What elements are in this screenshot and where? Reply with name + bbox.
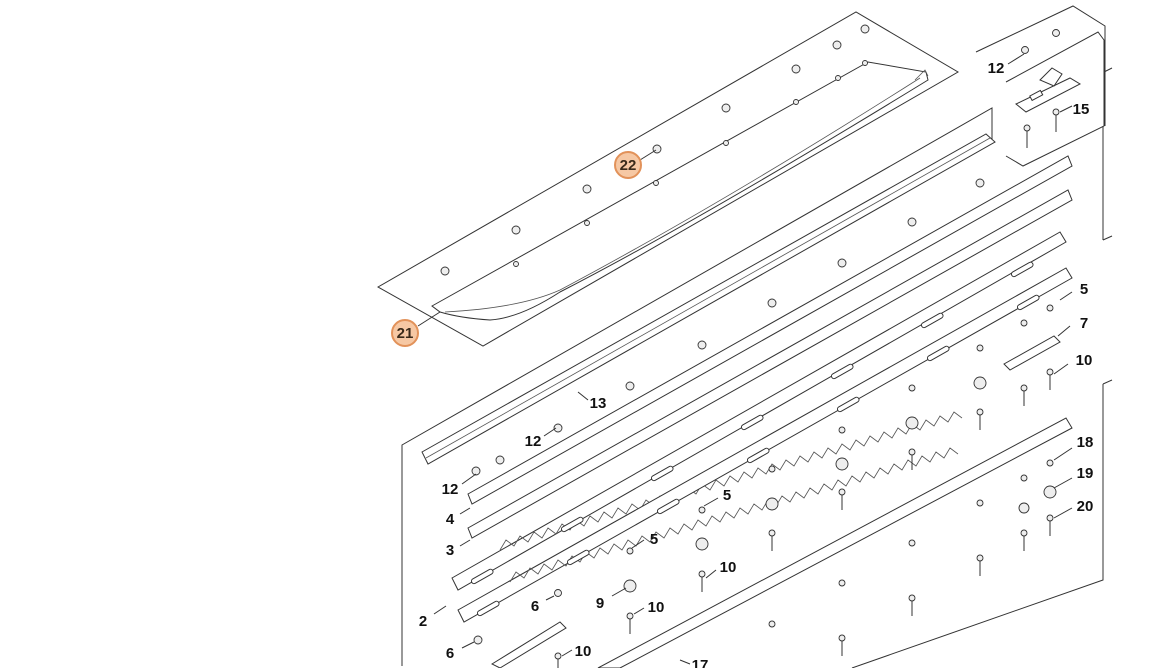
cover-kit-panel [376, 11, 959, 347]
callout-12-mid[interactable]: 12 [525, 433, 542, 450]
blade-slots [470, 261, 1040, 617]
callout-12-top[interactable]: 12 [988, 60, 1005, 77]
callout-9[interactable]: 9 [596, 595, 604, 612]
callout-13[interactable]: 13 [590, 395, 607, 412]
callout-6-mid[interactable]: 6 [531, 598, 539, 615]
callout-10-low[interactable]: 10 [648, 599, 665, 616]
callout-18[interactable]: 18 [1077, 434, 1094, 451]
callout-10-bottom[interactable]: 10 [575, 643, 592, 660]
callout-12-left[interactable]: 12 [442, 481, 459, 498]
callout-19[interactable]: 19 [1077, 465, 1094, 482]
callout-21[interactable]: 21 [391, 319, 419, 347]
callouts: 22 21 12 15 5 7 10 13 12 12 4 3 5 5 18 1… [391, 60, 1094, 668]
callout-4[interactable]: 4 [446, 511, 455, 528]
callout-6-left[interactable]: 6 [446, 645, 454, 662]
callout-5-mid[interactable]: 5 [723, 487, 731, 504]
callout-22[interactable]: 22 [614, 151, 642, 179]
nuts-row [471, 178, 985, 476]
callout-22-label: 22 [620, 157, 637, 174]
callout-3[interactable]: 3 [446, 542, 454, 559]
small-kit-panel [975, 5, 1113, 167]
callout-7[interactable]: 7 [1080, 315, 1088, 332]
callout-20[interactable]: 20 [1077, 498, 1094, 515]
callout-10-mid[interactable]: 10 [720, 559, 737, 576]
callout-2[interactable]: 2 [419, 613, 427, 630]
callout-5-right[interactable]: 5 [1080, 281, 1088, 298]
callout-10-right[interactable]: 10 [1076, 352, 1093, 369]
callout-21-label: 21 [397, 325, 414, 342]
washers [474, 304, 1057, 644]
bolts [554, 368, 1054, 668]
callout-5-low[interactable]: 5 [650, 531, 658, 548]
callout-17[interactable]: 17 [692, 657, 709, 668]
blade-assembly-panel [401, 107, 1113, 668]
callout-15[interactable]: 15 [1073, 101, 1090, 118]
leader-lines [417, 53, 1073, 665]
